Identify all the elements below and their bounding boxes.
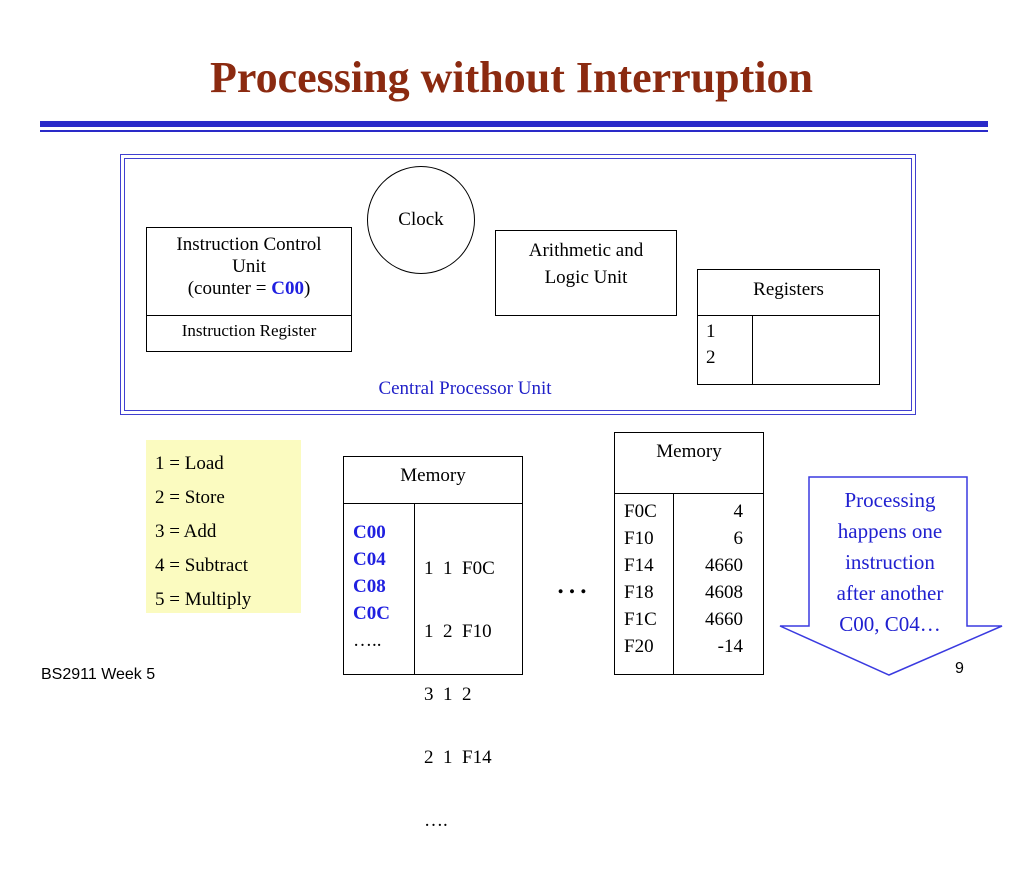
cpu-frame-inner	[124, 158, 912, 411]
memory2-address: F10	[624, 528, 654, 549]
ellipsis: …	[555, 564, 589, 601]
registers-table: Registers 1 2	[697, 269, 880, 385]
memory1-content: 3 1 2	[424, 684, 472, 705]
memory1-address: C00	[353, 522, 386, 543]
opcode-legend: 1 = Load 2 = Store 3 = Add 4 = Subtract …	[146, 440, 301, 613]
callout-line: Processing	[844, 488, 936, 512]
memory2-address: F0C	[624, 501, 657, 522]
memory1-divider	[344, 503, 522, 504]
memory2-value: -14	[717, 636, 743, 657]
footer-course: BS2911 Week 5	[41, 666, 156, 683]
memory1-content: 1 1 F0C	[424, 558, 495, 579]
memory2-column-divider	[673, 493, 674, 674]
title-rule-thin	[40, 130, 988, 132]
instruction-register: Instruction Register	[181, 321, 317, 340]
memory-data-table: Memory F0C F10 F14 F18 F1C F20 4 6 4660 …	[614, 432, 764, 675]
registers-divider	[698, 315, 879, 316]
memory2-value: 6	[733, 528, 744, 549]
memory1-address: C08	[353, 576, 386, 597]
registers-header: Registers	[753, 279, 824, 300]
callout-line: happens one	[837, 519, 943, 543]
opcode-item: 1 = Load	[155, 453, 224, 474]
memory2-header: Memory	[656, 441, 722, 462]
icu-counter-suffix: )	[303, 278, 311, 299]
callout-line: instruction	[845, 550, 935, 574]
clock-label: Clock	[398, 209, 444, 230]
page-number: 9	[955, 660, 964, 677]
callout-line: C00, C04…	[839, 612, 941, 636]
memory1-content: 2 1 F14	[424, 747, 492, 768]
cpu-label: Central Processor Unit	[378, 378, 552, 399]
memory2-address: F18	[624, 582, 654, 603]
opcode-item: 3 = Add	[155, 521, 217, 542]
opcode-item: 2 = Store	[155, 487, 225, 508]
register-row-1: 1	[706, 321, 716, 342]
opcode-item: 5 = Multiply	[155, 589, 252, 610]
down-arrow-icon	[779, 476, 1003, 676]
memory-program-table: Memory C00 C04 C08 C0C ….. 1 1 F0C 1 2 F…	[343, 456, 523, 831]
memory1-address: C0C	[353, 603, 390, 624]
clock-circle	[367, 166, 475, 274]
memory2-divider	[615, 493, 763, 494]
alu-line1: Arithmetic and	[528, 240, 644, 261]
memory2-value: 4608	[705, 582, 743, 603]
icu-counter-value: C00	[271, 278, 304, 299]
registers-column-divider	[752, 315, 753, 384]
instruction-control-unit: Instruction Control Unit (counter = C00)…	[146, 227, 352, 352]
memory1-address: …..	[353, 630, 382, 651]
memory1-header: Memory	[400, 465, 466, 486]
memory2-address: F20	[624, 636, 654, 657]
icu-line1: Instruction Control	[176, 234, 322, 255]
title-rule-thick	[40, 121, 988, 127]
slide-title: Processing without Interruption	[210, 53, 813, 102]
callout-line: after another	[836, 581, 944, 605]
memory1-column-divider	[414, 503, 415, 674]
memory2-value: 4660	[705, 555, 743, 576]
register-row-2: 2	[706, 347, 716, 368]
memory2-value: 4	[733, 501, 744, 522]
memory2-value: 4660	[705, 609, 743, 630]
memory1-content: 1 2 F10	[424, 621, 492, 642]
memory2-address: F14	[624, 555, 654, 576]
alu-line2: Logic Unit	[544, 267, 628, 288]
memory1-content: ….	[424, 810, 448, 831]
callout-text: Processing happens one instruction after…	[810, 485, 970, 640]
icu-counter-prefix: (counter =	[187, 278, 272, 299]
icu-divider	[147, 315, 351, 316]
memory2-address: F1C	[624, 609, 657, 630]
arithmetic-logic-unit: Arithmetic and Logic Unit	[495, 230, 677, 316]
memory1-address: C04	[353, 549, 386, 570]
icu-counter: (counter = C00)	[147, 278, 351, 300]
opcode-item: 4 = Subtract	[155, 555, 249, 576]
icu-line2: Unit	[232, 256, 266, 277]
cpu-frame-outer	[120, 154, 916, 415]
